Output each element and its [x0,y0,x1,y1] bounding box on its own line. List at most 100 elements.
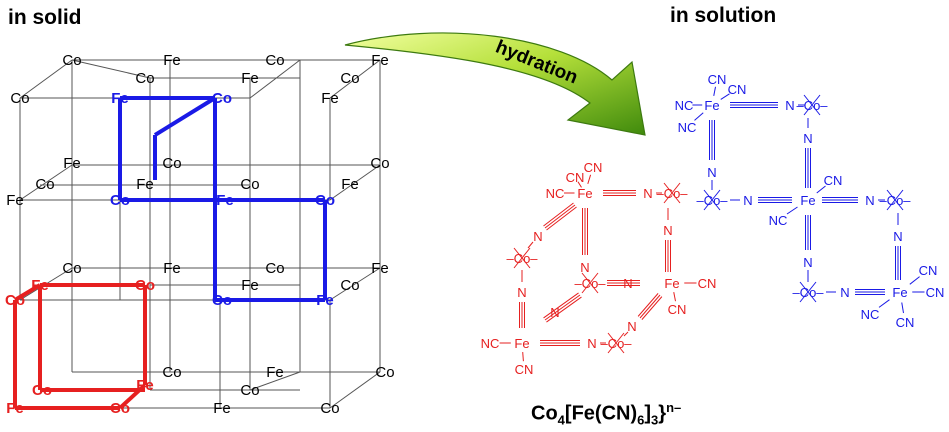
diagram-part [344,32,646,136]
atom-label: N [707,165,716,180]
atom-label: N [627,319,636,334]
atom-label: Fe [163,52,181,69]
atom-label: CN [708,72,727,87]
atom-label: Co [315,192,335,209]
atom-label: Fe [163,260,181,277]
bond-line [799,281,817,303]
bond-line [543,202,574,227]
bond-line [641,296,663,320]
atom-label: CN [896,315,915,330]
bond-line [527,241,534,249]
atom-label: N [803,131,812,146]
atom-label: Co [320,400,339,417]
bond-line [886,189,904,211]
hydration-arrow: hydration [344,32,646,136]
atom-label: N [517,285,526,300]
bond-line [581,272,599,294]
bond-line [577,181,582,188]
atom-label: CN [919,263,938,278]
bond-line [786,206,798,215]
bond-line [544,204,576,229]
atom-label: N [550,305,559,320]
title-in-solution: in solution [670,4,777,27]
bond-line [623,331,629,337]
bond-line [544,294,581,321]
atom-label: NC [678,120,697,135]
atom-label: Co [340,70,359,87]
atom-label: Fe [241,277,259,294]
atom-label: N [643,186,652,201]
atom-label: Co [240,176,259,193]
atom-label: CN [566,170,585,185]
red-cube-bonds [13,283,147,410]
atom-label: Fe [266,364,284,381]
atom-label: CN [668,302,687,317]
atom-label: Co [32,382,52,399]
atom-label: Co [135,70,154,87]
atom-label: Fe [341,176,359,193]
atom-label: Co [10,90,29,107]
atom-label: Co [212,90,232,107]
atom-label: Co [265,52,284,69]
bond-line [720,93,730,100]
atom-label: Fe [6,192,24,209]
atom-label: Co [162,155,181,172]
atom-label: Fe [664,276,679,291]
bond-line [329,371,381,409]
atom-label: Co [340,277,359,294]
atom-label: Co [370,155,389,172]
atom-label: NC [769,213,788,228]
atom-label: N [803,255,812,270]
atom-label: Co [212,292,232,309]
atom-label: NC [546,186,565,201]
bond-line [694,112,704,121]
atom-label: Co [35,176,54,193]
bond-line [249,59,301,99]
atom-label: Fe [892,285,907,300]
bond-line [153,96,217,137]
blue-cube-bonds [118,96,327,302]
atom-label: N [840,285,849,300]
atom-label: Fe [704,98,719,113]
bond-line [249,371,301,391]
atom-label: Co [265,260,284,277]
atom-label: N [893,229,902,244]
bond-line [663,182,681,204]
bond-line [878,299,890,308]
bond-line [513,247,531,269]
atom-label: N [623,276,632,291]
atom-label: Fe [213,400,231,417]
atom-label: Fe [31,277,49,294]
bond-line [713,86,716,96]
atom-label: Fe [514,336,529,351]
atom-label: Co [110,400,130,417]
atom-label: Co [62,260,81,277]
atom-label: Fe [371,52,389,69]
title-in-solid: in solid [8,6,82,29]
atom-label: NC [481,336,500,351]
atom-label: CN [728,82,747,97]
bond-line [816,185,826,194]
bond-line [901,302,904,314]
atom-label: Fe [136,377,154,394]
atom-label: Co [162,364,181,381]
atom-label: Co [375,364,394,381]
atom-label: Co [135,277,155,294]
atom-label: Fe [136,176,154,193]
atom-label: N [663,223,672,238]
bond-line [522,352,524,362]
bond-line [329,59,381,99]
atom-label: Fe [111,90,129,107]
bond-line [19,59,73,99]
atom-label: CN [584,160,603,175]
atom-label: Co [5,292,25,309]
atom-label: Fe [6,400,24,417]
bond-line [19,164,73,201]
bond-line [673,292,676,302]
bond-line [71,59,151,79]
atom-label: CN [824,173,843,188]
bond-line [329,267,381,301]
bond-line [703,189,721,211]
